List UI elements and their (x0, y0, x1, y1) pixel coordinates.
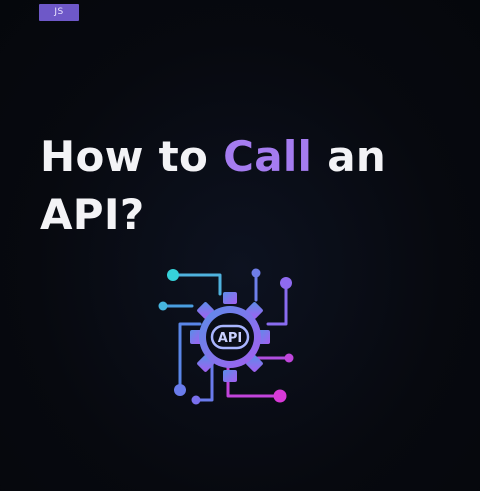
headline-accent: Call (223, 132, 313, 181)
headline: How to Call an API? (40, 128, 460, 244)
language-badge: JS (39, 4, 79, 21)
api-gear-circuit-icon: API (158, 268, 294, 405)
gear-icon: API (190, 292, 270, 382)
headline-text-2: an (312, 132, 387, 181)
headline-text-1: How to (40, 132, 224, 181)
circuit-wires (162, 272, 290, 402)
headline-line-2: API? (40, 190, 145, 239)
api-label: API (218, 331, 242, 346)
circuit-nodes (158, 268, 294, 405)
